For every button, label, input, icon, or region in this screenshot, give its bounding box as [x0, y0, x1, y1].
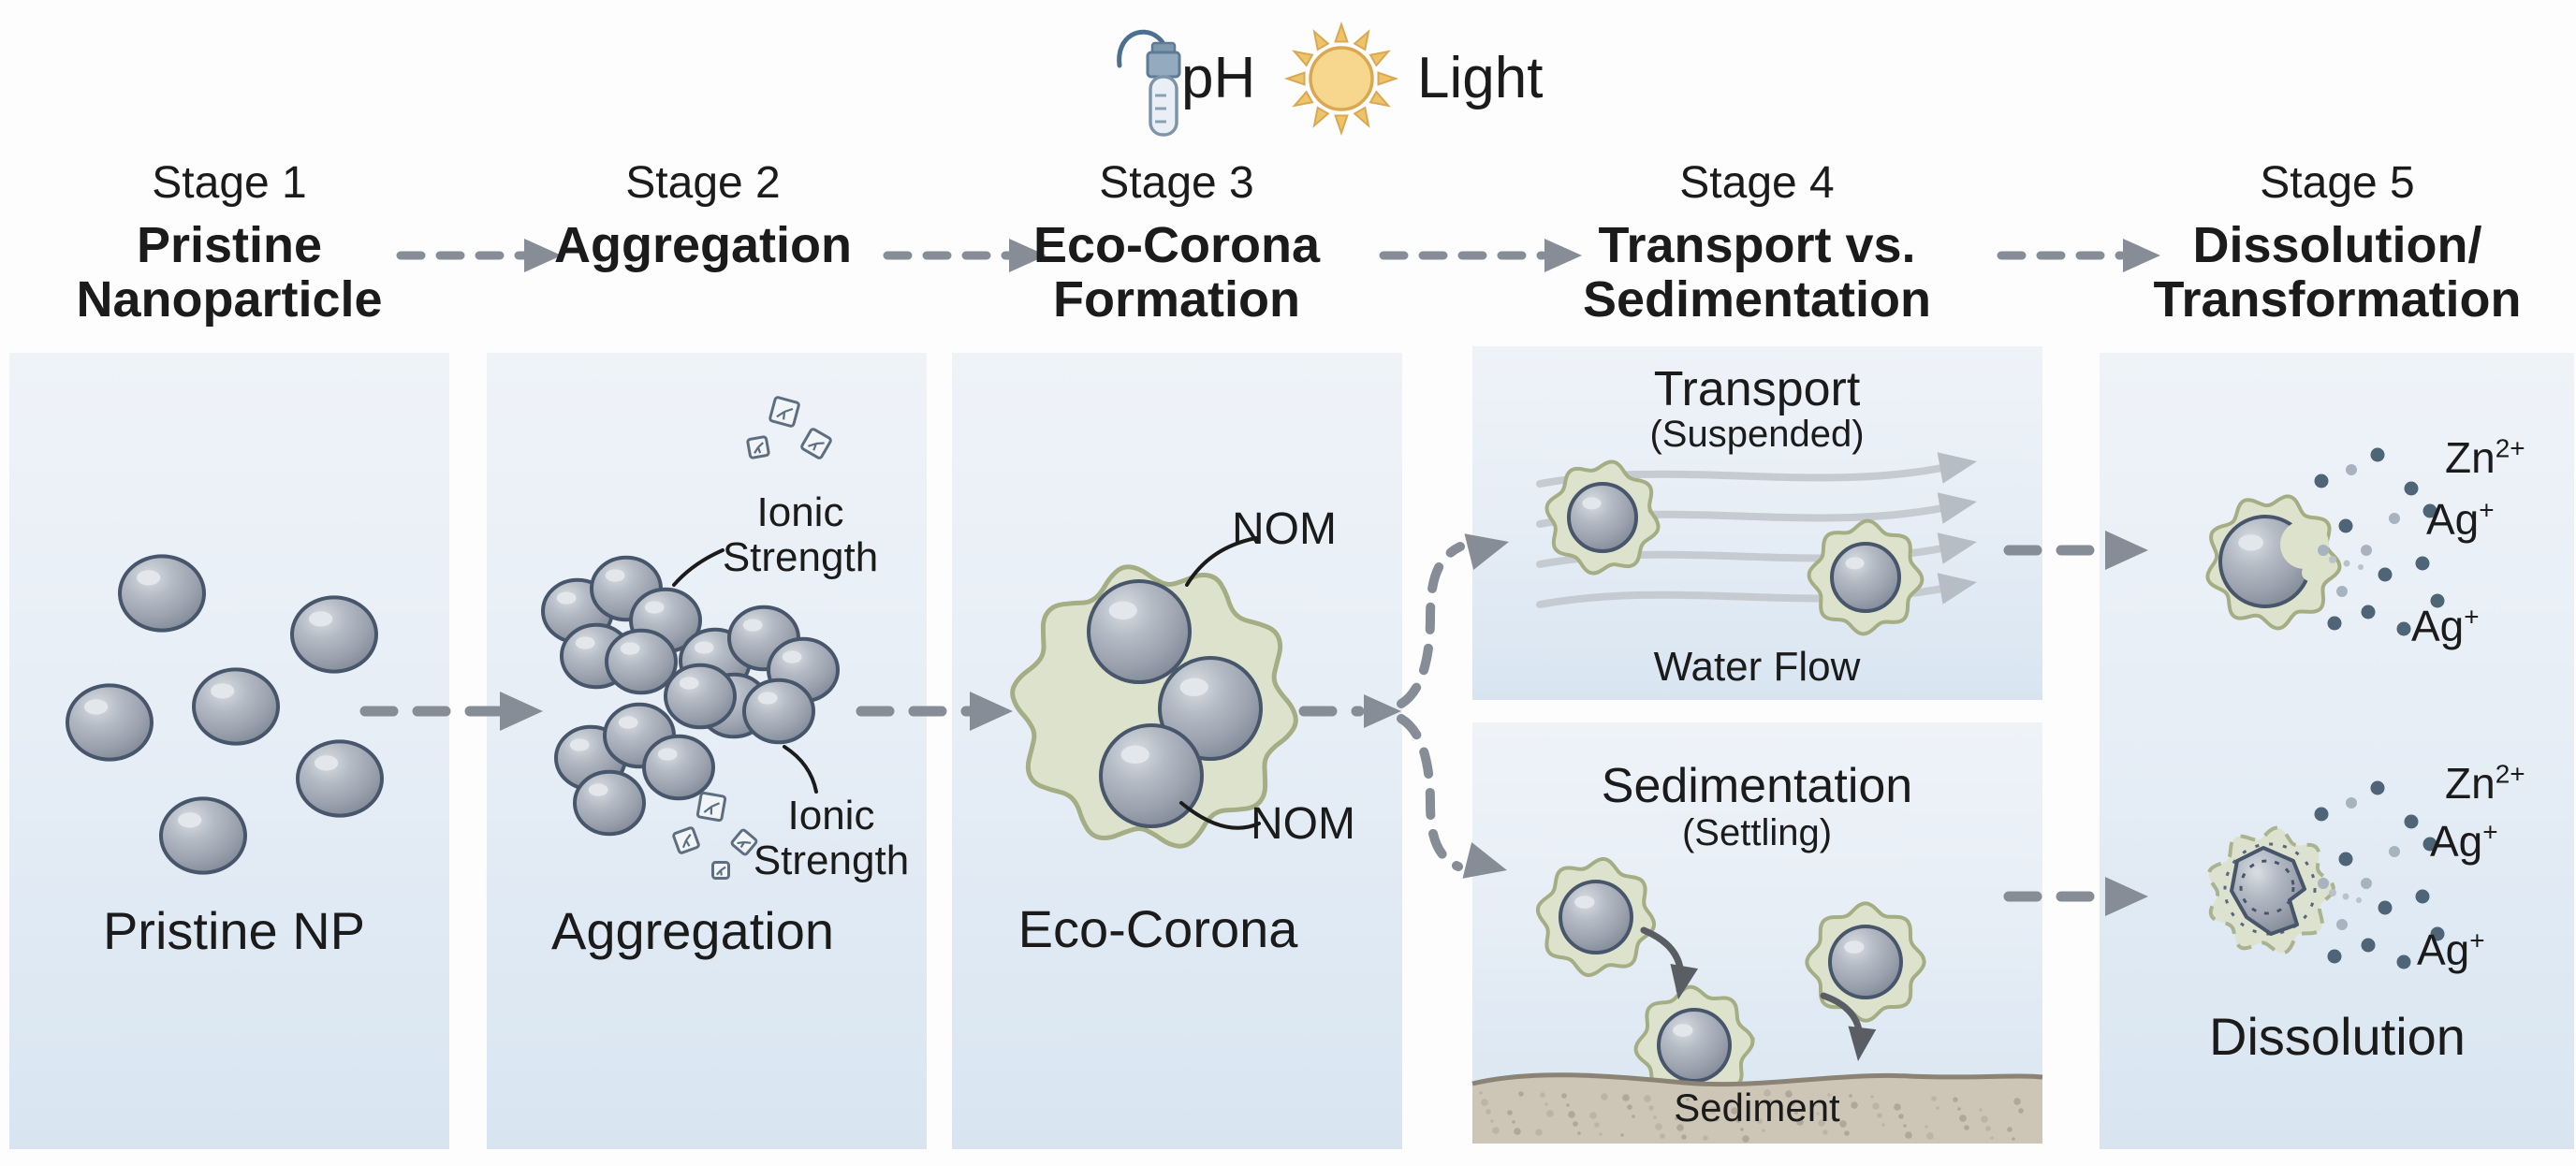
sedimentation-title: Sedimentation — [1601, 759, 1913, 813]
stage-header-1: Stage 1 Pristine Nanoparticle — [0, 157, 473, 327]
stage-header-2: Stage 2 Aggregation — [460, 157, 946, 272]
stage-name-line1: Transport vs. — [1598, 217, 1916, 273]
stage-number: Stage 2 — [625, 158, 781, 208]
ion-label-ag2-bottom: Ag+ — [2417, 926, 2485, 974]
stage-name-line2: Formation — [1053, 271, 1300, 328]
caption-pristine-np: Pristine NP — [102, 901, 366, 960]
caption-aggregation: Aggregation — [550, 901, 835, 960]
stage-name-line2: Sedimentation — [1582, 271, 1932, 328]
stage-number: Stage 3 — [1099, 158, 1254, 208]
stage-header-5: Stage 5 Dissolution/ Transformation — [2094, 157, 2576, 327]
stage-number: Stage 1 — [152, 158, 307, 208]
ion-label-ag1-top: Ag+ — [2426, 495, 2495, 544]
annotation-ionic-strength-top: Ionic Strength — [722, 489, 879, 580]
sedimentation-subtitle: (Settling) — [1681, 812, 1833, 853]
stage-number: Stage 4 — [1679, 158, 1835, 208]
transport-subtitle: (Suspended) — [1649, 414, 1865, 455]
panel-dissolution — [2100, 353, 2574, 1149]
stage-header-3: Stage 3 Eco-Corona Formation — [933, 157, 1420, 327]
annotation-nom-bottom: NOM — [1251, 799, 1355, 849]
stage-name-line2: Nanoparticle — [76, 271, 383, 328]
stage-name-line1: Eco-Corona — [1032, 217, 1321, 273]
sediment-label: Sediment — [1674, 1086, 1840, 1130]
stage-name-line1: Dissolution/ — [2192, 217, 2482, 273]
stage-header-4: Stage 4 Transport vs. Sedimentation — [1514, 157, 2000, 327]
caption-dissolution: Dissolution — [2209, 1007, 2466, 1066]
light-label: Light — [1417, 46, 1544, 110]
transport-title: Transport — [1653, 362, 1861, 416]
ph-label: pH — [1181, 46, 1256, 110]
ion-label-ag1-bottom: Ag+ — [2430, 817, 2498, 866]
annotation-nom-top: NOM — [1232, 504, 1337, 554]
caption-eco-corona: Eco-Corona — [1017, 899, 1298, 958]
stage-name-line2: Transformation — [2153, 271, 2522, 328]
stage-name-line1: Pristine — [136, 217, 323, 273]
stage-name-line1: Aggregation — [554, 217, 852, 273]
ion-label-zn-top: Zn2+ — [2445, 433, 2525, 482]
annotation-ionic-strength-bottom: Ionic Strength — [753, 793, 910, 883]
ion-label-zn-bottom: Zn2+ — [2445, 759, 2525, 808]
stage-number: Stage 5 — [2260, 158, 2415, 208]
water-flow-label: Water Flow — [1653, 644, 1861, 690]
ion-label-ag2-top: Ag+ — [2411, 602, 2480, 650]
